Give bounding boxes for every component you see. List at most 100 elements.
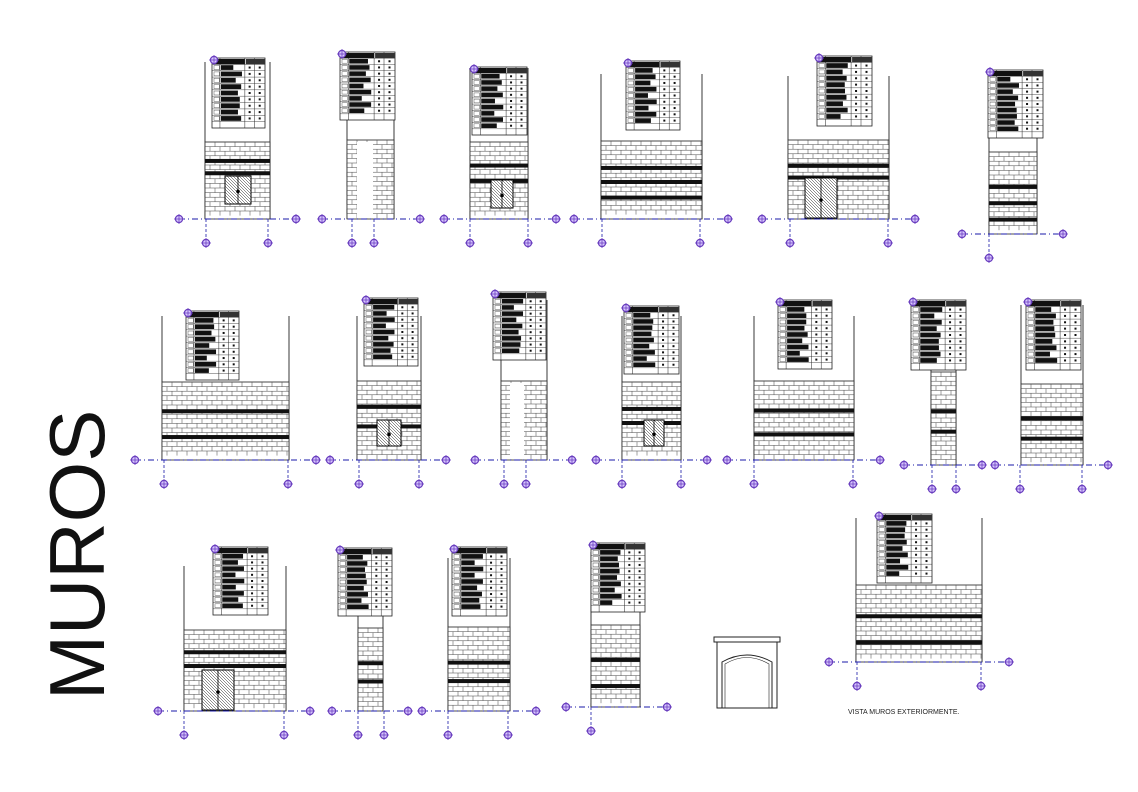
wall-elevation	[591, 303, 712, 489]
schedule-table	[874, 511, 933, 584]
axis-bubble-icon	[439, 214, 449, 224]
axis-bubble-icon	[597, 238, 607, 248]
axis-bubble-icon	[499, 479, 509, 489]
axis-bubble-icon	[415, 214, 425, 224]
axis-bubble-icon	[623, 58, 633, 68]
axis-bubble-icon	[130, 455, 140, 465]
axis-bubble-icon	[1023, 297, 1033, 307]
bond-beam	[470, 163, 528, 168]
schedule-table	[1023, 297, 1082, 371]
axis-bubble-icon	[676, 479, 686, 489]
axis-bubble-icon	[977, 460, 987, 470]
schedule-table	[209, 55, 266, 129]
brick-wall	[183, 629, 287, 712]
axis-bubble-icon	[531, 706, 541, 716]
arch-opening-detail	[713, 636, 781, 709]
axis-bubble-icon	[591, 455, 601, 465]
axis-bubble-icon	[1004, 657, 1014, 667]
wall-opening	[510, 383, 524, 459]
axis-bubble-icon	[1058, 229, 1068, 239]
wall-elevation	[130, 308, 321, 489]
brick-wall	[988, 151, 1038, 235]
bond-beam	[591, 684, 640, 689]
axis-bubble-icon	[990, 460, 1000, 470]
axis-bubble-icon	[263, 238, 273, 248]
hatched-door-icon	[224, 175, 252, 205]
axis-bubble-icon	[414, 479, 424, 489]
axis-bubble-icon	[470, 455, 480, 465]
brick-wall	[204, 141, 271, 220]
axis-bubble-icon	[723, 214, 733, 224]
bond-beam	[358, 661, 383, 666]
axis-bubble-icon	[957, 229, 967, 239]
wall-elevation	[824, 511, 1014, 691]
bond-beam	[205, 158, 270, 163]
wall-elevation	[317, 49, 425, 248]
axis-bubble-icon	[662, 702, 672, 712]
hatched-door-icon	[490, 179, 514, 209]
bond-beam	[754, 432, 854, 437]
axis-bubble-icon	[976, 681, 986, 691]
axis-bubble-icon	[586, 726, 596, 736]
axis-bubble-icon	[291, 214, 301, 224]
bond-beam	[622, 406, 681, 411]
bond-beam	[601, 195, 702, 200]
schedule-table	[335, 545, 393, 617]
axis-bubble-icon	[722, 455, 732, 465]
axis-bubble-icon	[910, 214, 920, 224]
wall-elevation	[899, 297, 987, 494]
axis-bubble-icon	[1015, 484, 1025, 494]
axis-bubble-icon	[279, 730, 289, 740]
axis-bubble-icon	[159, 479, 169, 489]
hatched-door-icon	[643, 419, 665, 447]
axis-bubble-icon	[443, 730, 453, 740]
axis-bubble-icon	[283, 479, 293, 489]
axis-bubble-icon	[335, 545, 345, 555]
axis-bubble-icon	[369, 238, 379, 248]
brick-wall	[590, 624, 641, 708]
wall-elevation	[174, 55, 301, 248]
bond-beam	[989, 184, 1037, 189]
wall-elevation	[470, 289, 577, 489]
axis-bubble-icon	[984, 253, 994, 263]
wall-elevation	[757, 53, 920, 248]
drawing-caption: VISTA MUROS EXTERIORMENTE.	[848, 709, 960, 716]
axis-bubble-icon	[824, 657, 834, 667]
bond-beam	[1021, 416, 1083, 421]
axis-bubble-icon	[353, 730, 363, 740]
axis-bubble-icon	[305, 706, 315, 716]
wall-elevation	[417, 544, 541, 740]
brick-wall	[469, 141, 529, 220]
axis-bubble-icon	[785, 238, 795, 248]
axis-bubble-icon	[874, 511, 884, 521]
wall-elevation	[990, 297, 1113, 494]
axis-bubble-icon	[465, 238, 475, 248]
bond-beam	[162, 409, 289, 414]
axis-bubble-icon	[337, 49, 347, 59]
wall-elevation	[722, 297, 885, 489]
axis-bubble-icon	[201, 238, 211, 248]
axis-bubble-icon	[569, 214, 579, 224]
schedule-table	[621, 303, 680, 375]
drawing-title: MUROS	[33, 409, 121, 700]
schedule-table	[908, 297, 967, 371]
wall-elevation	[325, 295, 451, 489]
brick-wall	[787, 139, 890, 220]
axis-bubble-icon	[617, 479, 627, 489]
brick-wall	[357, 627, 384, 712]
axis-bubble-icon	[183, 308, 193, 318]
schedule-table	[814, 53, 873, 127]
schedule-table	[588, 540, 646, 613]
axis-bubble-icon	[210, 544, 220, 554]
axis-bubble-icon	[347, 238, 357, 248]
axis-bubble-icon	[521, 479, 531, 489]
axis-bubble-icon	[899, 460, 909, 470]
axis-bubble-icon	[490, 289, 500, 299]
axis-bubble-icon	[403, 706, 413, 716]
bond-beam	[358, 679, 383, 684]
bond-beam	[184, 664, 286, 669]
axis-bubble-icon	[848, 479, 858, 489]
bond-beam	[989, 217, 1037, 222]
bond-beam	[788, 163, 889, 168]
